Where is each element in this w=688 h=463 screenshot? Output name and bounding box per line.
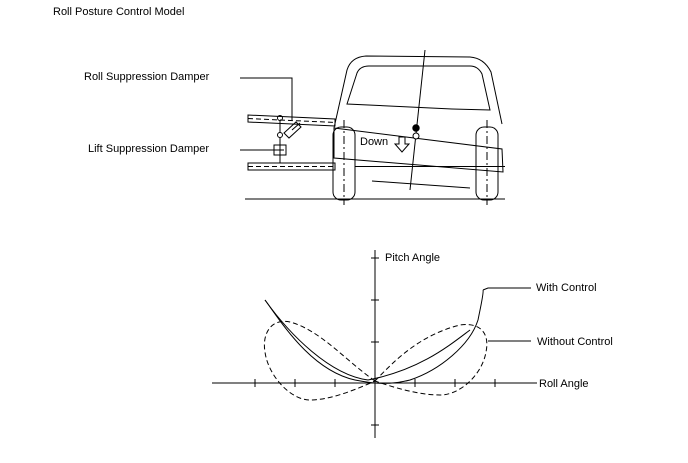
pitch-angle-label: Pitch Angle bbox=[385, 252, 441, 264]
down-arrow-icon bbox=[393, 136, 411, 153]
roll-suppression-damper-label: Roll Suppression Damper bbox=[84, 71, 210, 83]
left-wheel bbox=[332, 120, 356, 205]
lift-suppression-damper-label: Lift Suppression Damper bbox=[88, 143, 210, 155]
down-label: Down bbox=[360, 136, 389, 148]
cg-point bbox=[412, 124, 420, 132]
roll-damper-leader bbox=[240, 77, 293, 120]
axle-bars bbox=[247, 114, 505, 171]
with-control-leader bbox=[482, 287, 531, 291]
with-control-curve bbox=[264, 289, 484, 384]
page-title: Roll Posture Control Model bbox=[53, 6, 185, 18]
center-axis bbox=[409, 49, 426, 191]
right-wheel bbox=[475, 120, 499, 205]
roll-suppression-damper bbox=[277, 115, 302, 139]
roll-center-point bbox=[412, 132, 420, 140]
with-control-label: With Control bbox=[536, 282, 597, 294]
roll-angle-label: Roll Angle bbox=[539, 378, 589, 390]
without-control-curve bbox=[263, 320, 488, 401]
car-body bbox=[333, 55, 504, 189]
without-control-label: Without Control bbox=[537, 336, 613, 348]
graph-axes bbox=[212, 250, 537, 438]
